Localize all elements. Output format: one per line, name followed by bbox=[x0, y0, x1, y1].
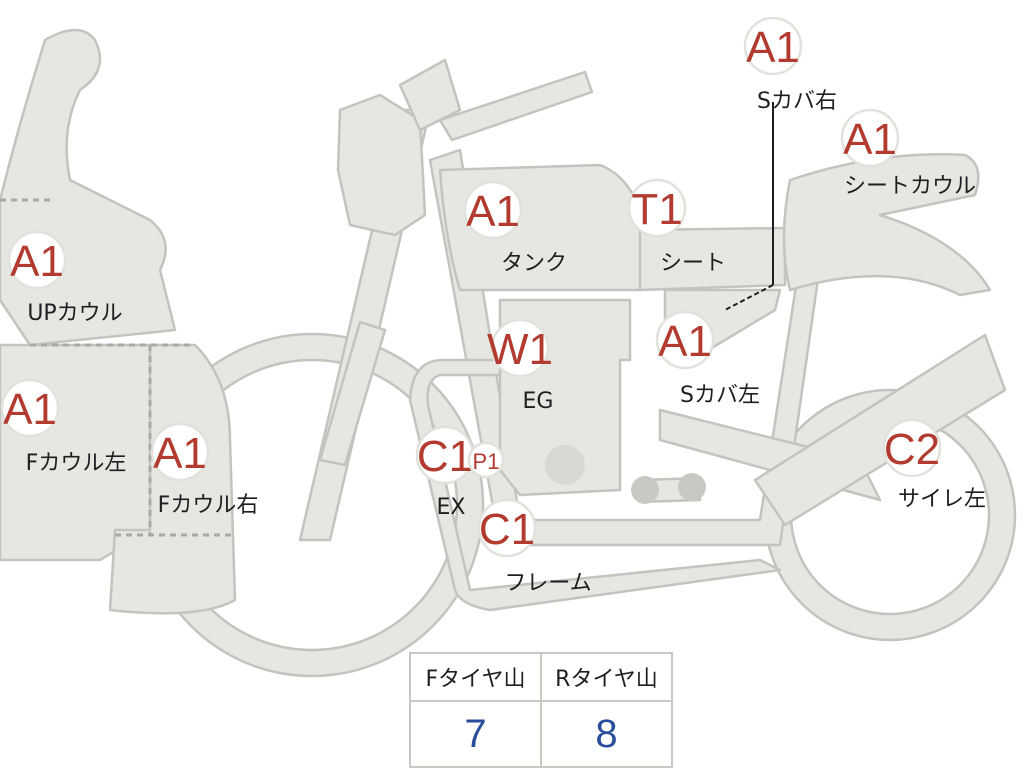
engine-cover bbox=[545, 445, 585, 485]
grade-text: P1 bbox=[473, 449, 500, 474]
pivot-bolt-left bbox=[631, 476, 659, 504]
leader-line bbox=[724, 102, 774, 311]
part-label: Fカウル左 bbox=[26, 451, 127, 476]
part-label: Fカウル右 bbox=[158, 493, 259, 518]
cowl-dividers bbox=[0, 198, 235, 537]
grade-text: A1 bbox=[153, 429, 207, 478]
grade-text: C1 bbox=[417, 432, 473, 481]
fork-sleeve bbox=[318, 320, 387, 467]
part-badge: A1 Sカバ右 bbox=[743, 16, 837, 114]
part-badge: A1 Fカウル左 bbox=[0, 378, 127, 476]
part-badge: A1 UPカウル bbox=[7, 230, 123, 326]
part-label: Sカバ左 bbox=[680, 383, 760, 408]
part-badge: A1 シートカウル bbox=[840, 108, 976, 199]
grade-text: A1 bbox=[843, 115, 897, 164]
tire-tread-table: Fタイヤ山 Rタイヤ山 7 8 bbox=[409, 652, 673, 768]
headlight bbox=[336, 93, 427, 237]
part-badge: A1 Sカバ左 bbox=[655, 310, 760, 408]
part-badge: C1 フレーム bbox=[477, 498, 592, 596]
part-label: サイレ左 bbox=[898, 487, 986, 512]
part-badge: A1 Fカウル右 bbox=[150, 422, 259, 518]
upper-cowl bbox=[0, 28, 177, 347]
grade-text: A1 bbox=[746, 23, 800, 72]
grade-text: W1 bbox=[487, 325, 553, 374]
muffler bbox=[753, 333, 1007, 527]
part-badge: T1 シート bbox=[627, 178, 726, 276]
part-label: EG bbox=[523, 389, 554, 414]
part-label: UPカウル bbox=[27, 301, 122, 326]
rear-tire-value: 8 bbox=[540, 700, 673, 768]
rear-tire-header: Rタイヤ山 bbox=[540, 652, 673, 702]
part-badge: C2 サイレ左 bbox=[882, 418, 986, 512]
part-label: Sカバ右 bbox=[757, 89, 837, 114]
part-badge: W1 EG bbox=[487, 318, 554, 414]
grade-text: C1 bbox=[479, 505, 535, 554]
front-tire-value: 7 bbox=[409, 700, 542, 768]
grade-text: A1 bbox=[658, 317, 712, 366]
part-badge: A1 タンク bbox=[463, 180, 567, 276]
grade-text: A1 bbox=[466, 187, 520, 236]
grade-text: T1 bbox=[631, 185, 682, 234]
pivot-bolt-right bbox=[678, 473, 706, 501]
part-badge: P1 bbox=[467, 441, 505, 479]
handlebar bbox=[438, 70, 594, 142]
part-label: タンク bbox=[501, 251, 567, 276]
grade-text: A1 bbox=[3, 385, 57, 434]
seat bbox=[638, 226, 787, 292]
grade-text: C2 bbox=[884, 425, 940, 474]
part-label: EX bbox=[437, 495, 466, 520]
seat-cowl bbox=[782, 153, 992, 297]
grade-text: A1 bbox=[10, 237, 64, 286]
part-label: シート bbox=[660, 251, 726, 276]
front-tire-header: Fタイヤ山 bbox=[409, 652, 542, 702]
part-badge: C1 EX bbox=[415, 425, 475, 520]
part-label: フレーム bbox=[504, 571, 591, 596]
mirror-mount bbox=[398, 58, 462, 132]
part-label: シートカウル bbox=[844, 174, 976, 199]
exhaust-pipe bbox=[408, 358, 782, 612]
